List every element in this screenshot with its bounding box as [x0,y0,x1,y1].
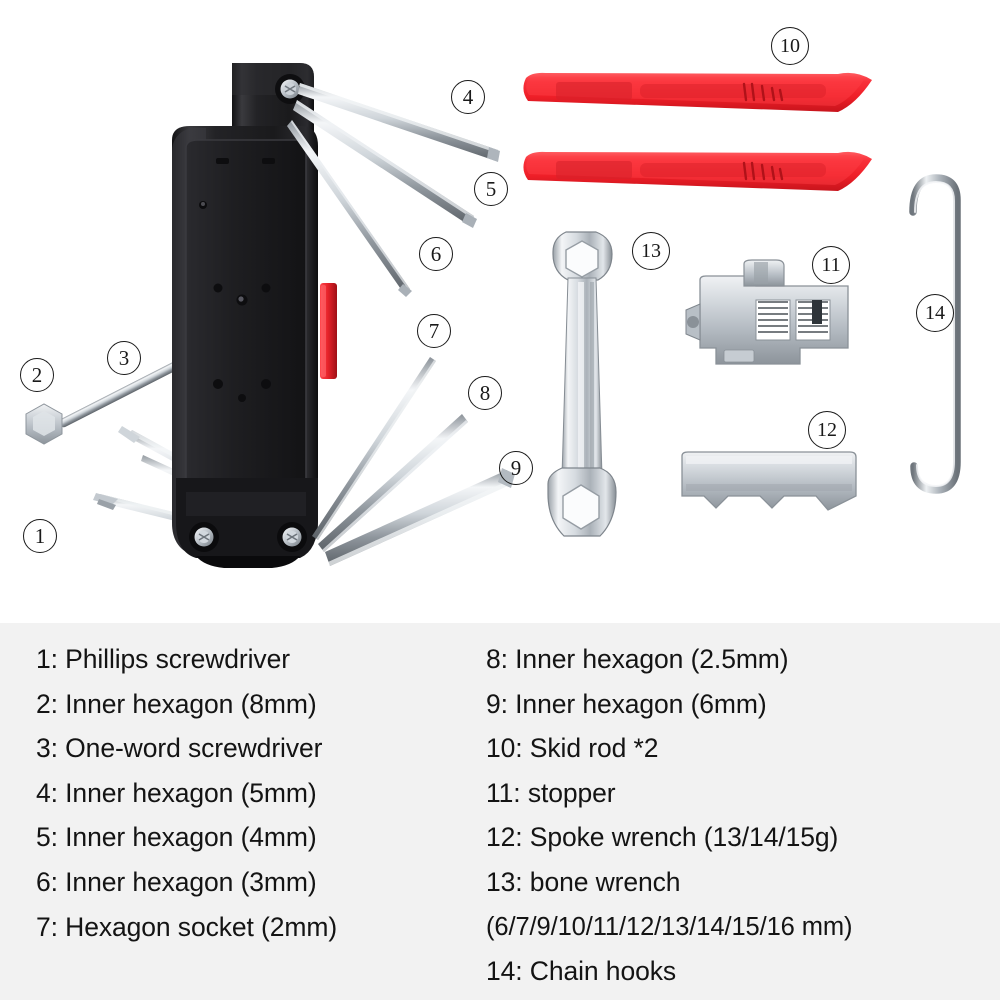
callout-11: 11 [812,246,850,284]
bottom-hex-key-fan [312,357,515,566]
legend-column-left: 1: Phillips screwdriver 2: Inner hexagon… [36,637,486,949]
product-photo [25,63,961,568]
callout-6: 6 [419,237,453,271]
legend-item-7: 7: Hexagon socket (2mm) [36,911,338,942]
callout-2: 2 [20,358,54,392]
legend-item-6: 6: Inner hexagon (3mm) [36,866,317,897]
multitool-body [172,63,337,568]
callout-12: 12 [808,411,846,449]
callout-9: 9 [499,451,533,485]
tool-inner-hexagon-5mm [298,83,500,162]
legend-item-2: 2: Inner hexagon (8mm) [36,688,317,719]
accessory-bone-wrench [547,231,617,537]
legend-item-8: 8: Inner hexagon (2.5mm) [486,644,789,674]
callout-4: 4 [451,80,485,114]
tool-inner-hexagon-3mm [287,120,412,297]
accessory-chain-hook [909,174,961,494]
tool-inner-hexagon-2.5mm [318,414,468,552]
legend-item-9: 9: Inner hexagon (6mm) [486,688,767,719]
product-photo-panel: 1 2 3 4 5 6 7 8 9 10 11 12 13 14 [20,27,961,568]
legend-item-4: 4: Inner hexagon (5mm) [36,777,317,808]
callout-5: 5 [474,172,508,206]
top-hex-key-fan [287,83,500,297]
tool-inner-hexagon-4mm [293,100,477,228]
tool-hexagon-socket-2mm [312,357,436,540]
legend-item-13-sizes: (6/7/9/10/11/12/13/14/15/16 mm) [486,912,853,941]
legend-item-10: 10: Skid rod *2 [486,733,659,764]
callout-13: 13 [632,232,670,270]
legend-item-3: 3: One-word screwdriver [36,733,323,764]
callout-8: 8 [468,376,502,410]
accessory-spoke-wrench [681,451,857,511]
callout-14: 14 [916,294,954,332]
callout-7: 7 [417,314,451,348]
legend-item-13: 13: bone wrench [486,866,681,897]
legend-item-1: 1: Phillips screwdriver [36,644,290,674]
legend-item-14: 14: Chain hooks [486,956,677,987]
callout-1: 1 [23,519,57,553]
callout-3: 3 [107,341,141,375]
legend-panel: 1: Phillips screwdriver 2: Inner hexagon… [0,623,1000,1000]
accessory-skid-rods [523,72,872,191]
legend-item-11: 11: stopper [486,777,616,808]
skid-rod-2 [523,151,872,191]
callout-10: 10 [771,27,809,65]
accessory-stopper [685,259,849,365]
skid-rod-1 [523,72,872,112]
legend-column-right: 8: Inner hexagon (2.5mm) 9: Inner hexago… [486,637,986,994]
legend-item-5: 5: Inner hexagon (4mm) [36,822,317,853]
legend-item-12: 12: Spoke wrench (13/14/15g) [486,822,839,853]
